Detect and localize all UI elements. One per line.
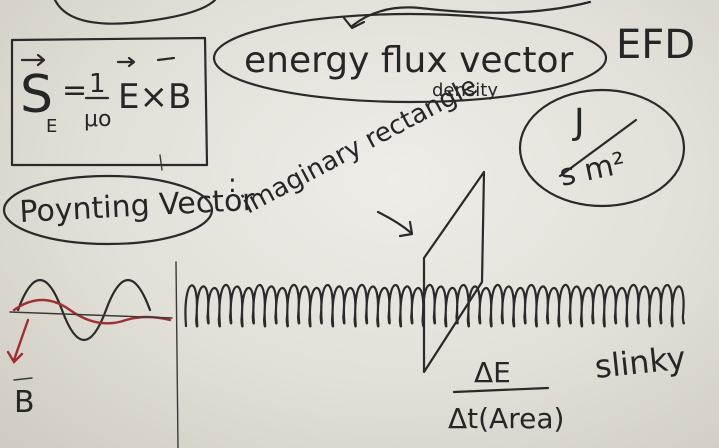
units-slash <box>558 118 638 178</box>
b-field-label: B <box>14 385 35 420</box>
slinky-coil <box>184 283 686 328</box>
note-colon: : <box>228 169 237 199</box>
poynting-subscript: E <box>46 116 57 137</box>
cross-product: E×B <box>118 77 191 117</box>
imaginary-rectangle <box>422 170 486 374</box>
b-field-arrow <box>13 377 33 381</box>
caption-connector <box>159 154 163 171</box>
fraction-numerator: ΔE <box>474 356 511 389</box>
units-numerator: J <box>572 102 585 143</box>
fraction-denominator: Δt(Area) <box>448 402 564 435</box>
divider-line <box>175 261 179 448</box>
rectangle-note: imaginary rectangle <box>237 71 482 220</box>
top-arrow-head <box>342 16 366 30</box>
slinky-label: slinky <box>593 339 688 386</box>
top-arrow-arc <box>350 0 592 28</box>
headline-insert: density <box>432 80 498 101</box>
poynting-caption: Poynting Vector <box>19 183 257 230</box>
vector-arrow-s <box>20 53 46 67</box>
note-arrow <box>376 210 414 238</box>
headline-text: energy flux vector <box>244 40 574 81</box>
headline-ellipse <box>212 12 608 104</box>
equals-sign: = <box>62 73 87 108</box>
vector-arrow-b <box>156 56 176 62</box>
formula-denominator: μo <box>84 107 111 132</box>
poynting-symbol: S <box>20 65 53 125</box>
b-arrow <box>6 318 30 364</box>
units-ellipse <box>518 88 686 208</box>
efd-abbreviation: EFD <box>616 22 695 68</box>
formula-box <box>10 36 209 167</box>
units-denominator: s m² <box>556 146 628 194</box>
caption-ellipse <box>2 174 214 246</box>
wave-axis <box>9 311 173 319</box>
top-left-arc <box>53 0 217 25</box>
fraction-line <box>452 386 550 394</box>
formula-numerator: 1 <box>89 69 106 99</box>
e-wave <box>16 278 152 342</box>
vector-arrow-e <box>116 56 136 68</box>
